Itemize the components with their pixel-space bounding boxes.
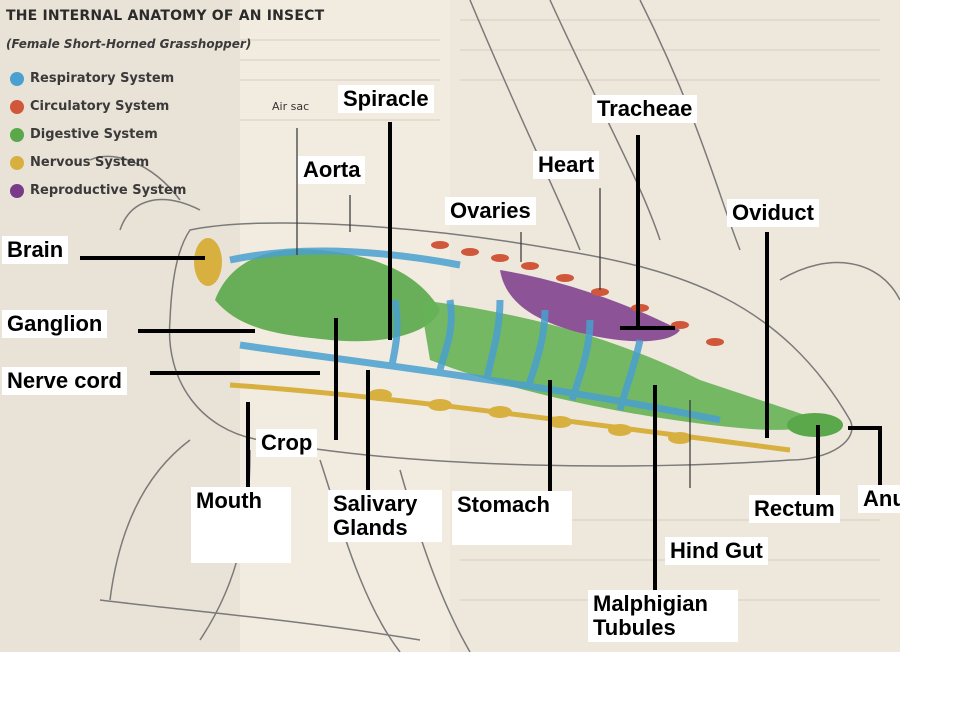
figure-title: THE INTERNAL ANATOMY OF AN INSECT	[6, 8, 325, 24]
label-oviduct: Oviduct	[727, 199, 819, 228]
legend-swatch	[10, 100, 24, 114]
legend-swatch	[10, 128, 24, 142]
legend-label: Nervous System	[30, 155, 150, 170]
legend-label: Reproductive System	[30, 183, 187, 198]
label-spiracle: Spiracle	[338, 85, 434, 114]
label-salivary-line2: Glands	[333, 515, 408, 541]
label-hind-gut: Hind Gut	[665, 537, 768, 566]
label-malphigian-line2: Tubules	[593, 615, 676, 641]
legend-swatch	[10, 184, 24, 198]
label-salivary-line1: Salivary	[333, 491, 418, 516]
label-anus: Anus	[858, 485, 900, 514]
label-nerve-cord: Nerve cord	[2, 367, 127, 396]
label-aorta: Aorta	[298, 156, 366, 185]
label-tracheae: Tracheae	[592, 95, 698, 124]
label-malphigian-tubules: Malphigian Tubules	[588, 590, 738, 643]
label-crop: Crop	[256, 429, 318, 458]
respiratory-system	[229, 247, 721, 424]
air-sac-label: Air sac	[272, 100, 310, 113]
circulatory-system	[431, 241, 724, 346]
legend-swatch	[10, 72, 24, 86]
digestive-system	[215, 249, 843, 437]
insect-anatomy-figure: THE INTERNAL ANATOMY OF AN INSECT (Femal…	[0, 0, 900, 652]
label-brain: Brain	[2, 236, 69, 265]
leader-lines	[80, 122, 882, 590]
label-malphigian-line1: Malphigian	[593, 591, 708, 616]
nervous-system	[194, 238, 791, 453]
label-rectum: Rectum	[749, 495, 840, 524]
label-stomach: Stomach	[452, 491, 572, 545]
legend-label: Respiratory System	[30, 71, 175, 86]
legend-label: Digestive System	[30, 127, 158, 142]
label-heart: Heart	[533, 151, 600, 180]
insect-illustration	[0, 0, 900, 652]
label-ovaries: Ovaries	[445, 197, 536, 226]
label-salivary-glands: Salivary Glands	[328, 490, 442, 543]
legend-swatch	[10, 156, 24, 170]
legend-label: Circulatory System	[30, 99, 170, 114]
label-ganglion: Ganglion	[2, 310, 108, 339]
reproductive-system	[500, 270, 680, 342]
figure-subtitle: (Female Short-Horned Grasshopper)	[6, 37, 252, 51]
label-mouth: Mouth	[191, 487, 291, 563]
